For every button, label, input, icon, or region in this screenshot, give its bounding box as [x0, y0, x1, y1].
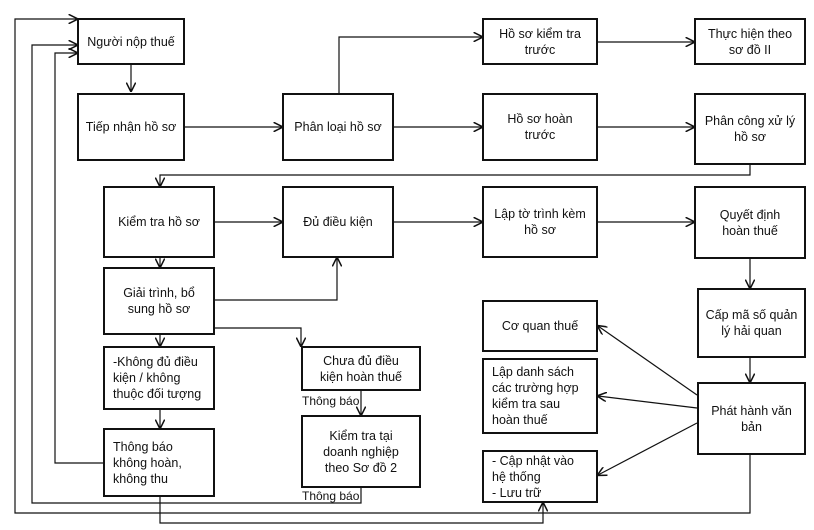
node-ho-so-kiem-tra-truoc: Hồ sơ kiểm tra trước — [482, 18, 598, 65]
node-quyet-dinh-hoan-thue: Quyết định hoàn thuế — [694, 186, 806, 259]
node-kiem-tra-tai-doanh-nghiep: Kiểm tra tại doanh nghiệp theo Sơ đồ 2 — [301, 415, 421, 488]
arrow-n18-n17 — [598, 396, 698, 409]
arrow-n18-n14 — [598, 326, 698, 396]
node-cap-ma-so-quan-ly: Cấp mã số quản lý hải quan — [697, 288, 806, 358]
node-thuc-hien-so-do-ii: Thực hiện theo sơ đồ II — [694, 18, 806, 65]
node-nguoi-nop-thue: Người nộp thuế — [77, 18, 185, 65]
arrow-n18-n21 — [598, 422, 698, 475]
edge-label-thong-bao-2: Thông báo — [302, 489, 360, 503]
node-giai-trinh-bo-sung: Giải trình, bổ sung hồ sơ — [103, 267, 215, 335]
edge-label-thong-bao-1: Thông báo — [302, 394, 360, 408]
arrow-n20-n1 — [31, 45, 362, 504]
node-khong-du-dieu-kien: -Không đủ điều kiện / không thuộc đối tư… — [103, 346, 215, 410]
node-ho-so-hoan-truoc: Hồ sơ hoàn trước — [482, 93, 598, 161]
node-du-dieu-kien: Đủ điều kiện — [282, 186, 394, 258]
node-cap-nhat-luu-tru: - Cập nhật vào hệ thống - Lưu trữ — [482, 450, 598, 503]
node-phat-hanh-van-ban: Phát hành văn bản — [697, 382, 806, 455]
arrow-n12-n16 — [215, 327, 301, 346]
arrow-n12-n9 — [215, 258, 337, 301]
node-tiep-nhan-ho-so: Tiếp nhận hồ sơ — [77, 93, 185, 161]
node-lap-to-trinh: Lập tờ trình kèm hồ sơ — [482, 186, 598, 258]
arrow-n19-n1 — [54, 53, 103, 464]
arrow-n3-n4 — [338, 37, 482, 93]
arrow-n18-n1 — [14, 19, 751, 514]
arrow-n19-n21 — [159, 497, 543, 524]
node-phan-cong-xu-ly: Phân công xử lý hồ sơ — [694, 93, 806, 165]
node-chua-du-dieu-kien: Chưa đủ điều kiện hoàn thuế — [301, 346, 421, 391]
node-co-quan-thue: Cơ quan thuế — [482, 300, 598, 352]
arrow-n7-n8 — [160, 165, 751, 186]
node-kiem-tra-ho-so: Kiểm tra hồ sơ — [103, 186, 215, 258]
node-thong-bao-khong-hoan: Thông báo không hoàn, không thu — [103, 428, 215, 497]
node-phan-loai-ho-so: Phân loại hồ sơ — [282, 93, 394, 161]
node-lap-danh-sach: Lập danh sách các trường hợp kiểm tra sa… — [482, 358, 598, 434]
